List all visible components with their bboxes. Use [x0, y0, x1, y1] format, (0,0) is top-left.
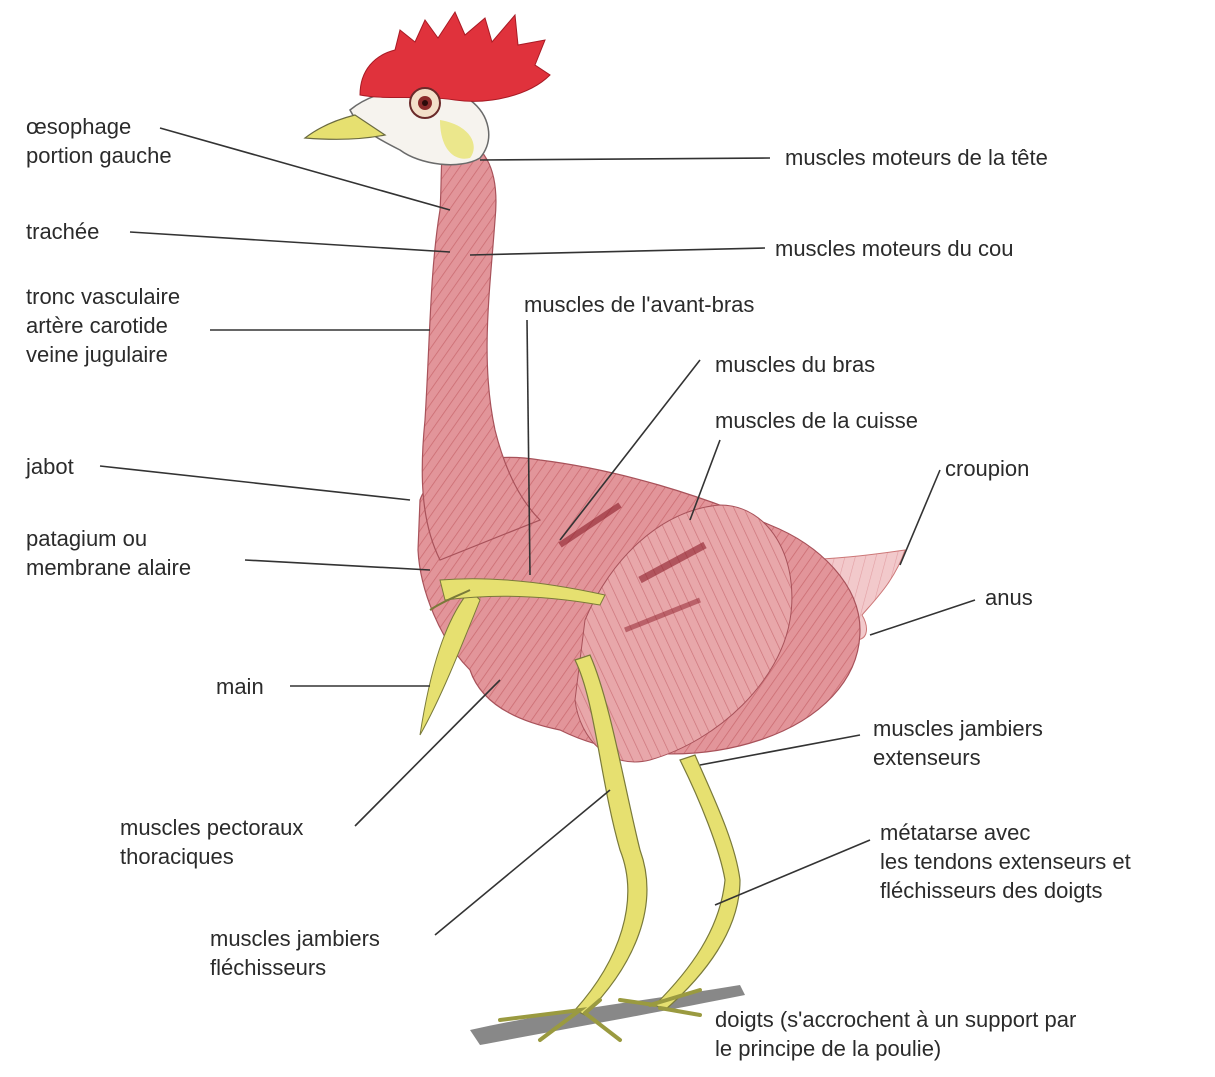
label-muscles-bras: muscles du bras: [715, 350, 875, 379]
label-trachee: trachée: [26, 217, 99, 246]
label-main: main: [216, 672, 264, 701]
comb: [360, 12, 550, 101]
neck-muscles: [422, 140, 540, 560]
label-croupion: croupion: [945, 454, 1029, 483]
label-muscles-tete: muscles moteurs de la tête: [785, 143, 1048, 172]
perch-ground: [470, 985, 745, 1045]
label-muscles-avant-bras: muscles de l'avant-bras: [524, 290, 754, 319]
leg-right: [655, 755, 740, 1010]
label-anus: anus: [985, 583, 1033, 612]
label-jabot: jabot: [26, 452, 74, 481]
label-muscles-cou: muscles moteurs du cou: [775, 234, 1013, 263]
label-muscles-cuisse: muscles de la cuisse: [715, 406, 918, 435]
